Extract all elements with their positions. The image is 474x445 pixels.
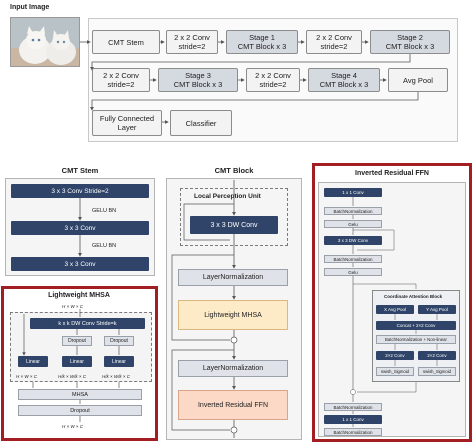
cab-sigmoid-b: swish_Sigmoid [418, 367, 456, 376]
block-layernorm-2: LayerNormalization [178, 360, 288, 377]
stem-act-2: GELU BN [92, 243, 117, 249]
conv-2x2-box-4: 2 x 2 Conv stride=2 [246, 68, 300, 92]
cat-photo-icon [11, 18, 79, 66]
mhsa-core-box: MHSA [18, 389, 142, 400]
stem-conv-2: 3 x 3 Conv [11, 221, 149, 235]
cab-title: Coordinate Attention Block [384, 294, 443, 299]
mhsa-dropout-a: Dropout [62, 336, 92, 346]
irffn-gelu-1: Gelu [324, 220, 382, 228]
cmt-stem-box: CMT Stem [92, 30, 160, 54]
block-lightweight-mhsa: Lightweight MHSA [178, 300, 288, 330]
mhsa-input-dims: H × W × C [62, 304, 84, 309]
mhsa-linear-2: Linear [62, 356, 92, 367]
mhsa-output-dims: H × W × C [62, 424, 84, 429]
mhsa-linear-1: Linear [18, 356, 48, 367]
irffn-bn-2: BatchNormalization [324, 255, 382, 263]
stem-conv-1: 3 x 3 Conv Stride=2 [11, 184, 149, 198]
input-image [10, 17, 80, 67]
conv-2x2-box-2: 2 x 2 Conv stride=2 [306, 30, 362, 54]
cmt-stem-title: CMT Stem [61, 166, 99, 175]
mhsa-v-dims: H/k × W/k × C [102, 374, 131, 379]
irffn-bn-3: BatchNormalization [324, 403, 382, 411]
conv-2x2-box-1: 2 x 2 Conv stride=2 [166, 30, 218, 54]
irffn-conv-1: 1 x 1 Conv [324, 188, 382, 197]
lpu-title: Local Perception Unit [194, 193, 261, 200]
stage-4-box: Stage 4 CMT Block x 3 [308, 68, 380, 92]
irffn-dw-conv: 3 x 3 DW Conv [324, 236, 382, 245]
irffn-gelu-2: Gelu [324, 268, 382, 276]
fully-connected-box: Fully Connected Layer [92, 110, 162, 136]
cab-conv-b: 2×2 Conv [418, 351, 456, 360]
mhsa-q-dims: H × W × C [16, 374, 38, 379]
mhsa-title: Lightweight MHSA [48, 292, 110, 299]
lpu-dw-conv: 3 x 3 DW Conv [190, 216, 278, 234]
irffn-bn-4: BatchNormalization [324, 428, 382, 436]
irffn-title: Inverted Residual FFN [355, 170, 429, 177]
mhsa-k-dims: H/k × W/k × C [58, 374, 87, 379]
stage-2-box: Stage 2 CMT Block x 3 [370, 30, 450, 54]
block-layernorm-1: LayerNormalization [178, 269, 288, 286]
mhsa-red-frame [1, 286, 158, 441]
mhsa-kxk-dw-conv: k x k DW Conv Stride=k [30, 318, 145, 329]
cab-x-avg-pool: X Avg Pool [376, 305, 414, 314]
stem-act-1: GELU BN [92, 208, 117, 214]
cab-sigmoid-a: swish_Sigmoid [376, 367, 414, 376]
stem-conv-3: 3 x 3 Conv [11, 257, 149, 271]
stage-1-box: Stage 1 CMT Block x 3 [226, 30, 298, 54]
cab-bn-nonlinear: BatchNormalization + Non-linear [376, 335, 456, 344]
input-image-label: Input Image [10, 4, 50, 11]
cmt-block-title: CMT Block [214, 166, 254, 175]
classifier-box: Classifier [170, 110, 232, 136]
cab-concat-conv: Concat + 2×2 Conv [376, 321, 456, 330]
irffn-conv-3: 1 x 1 Conv [324, 415, 382, 424]
avg-pool-box: Avg Pool [388, 68, 448, 92]
stage-3-box: Stage 3 CMT Block x 3 [158, 68, 238, 92]
mhsa-dropout-b: Dropout [104, 336, 134, 346]
irffn-red-frame [312, 163, 472, 442]
irffn-bn-1: BatchNormalization [324, 207, 382, 215]
cab-y-avg-pool: Y Avg Pool [418, 305, 456, 314]
mhsa-linear-3: Linear [104, 356, 134, 367]
block-inverted-residual-ffn: Inverted Residual FFN [178, 390, 288, 420]
mhsa-dropout-c: Dropout [18, 405, 142, 416]
conv-2x2-box-3: 2 x 2 Conv stride=2 [92, 68, 150, 92]
cab-conv-a: 2×2 Conv [376, 351, 414, 360]
